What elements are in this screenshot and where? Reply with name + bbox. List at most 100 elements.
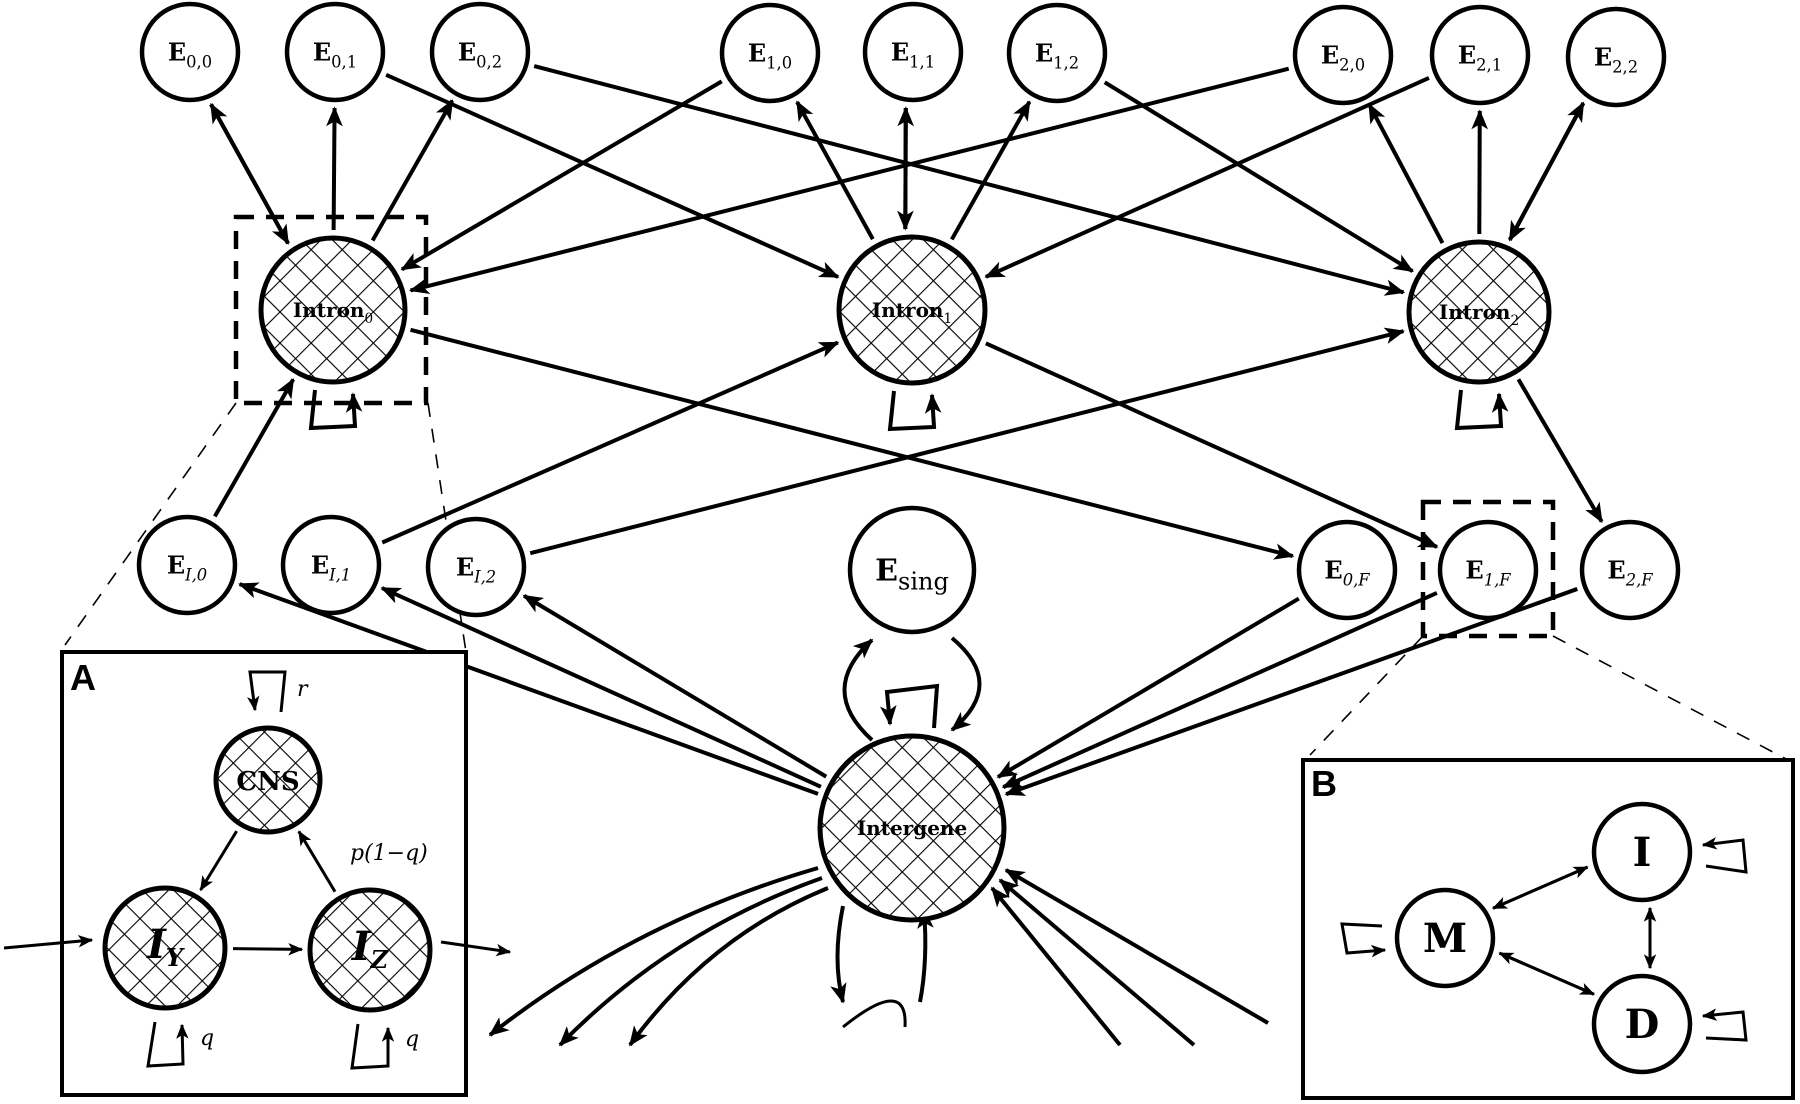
node-circle bbox=[1006, 2, 1108, 104]
node-Intergene: Intergene bbox=[817, 733, 1007, 923]
node-label-subscript: 1,0 bbox=[766, 54, 792, 73]
panel-b-frame bbox=[1301, 758, 1795, 1100]
panel-a-node-IY: IY bbox=[102, 885, 228, 1011]
node-label-base: Intergene bbox=[857, 816, 967, 840]
panel-a-self-loop-IY bbox=[146, 1021, 189, 1068]
node-label: E2,0 bbox=[1321, 40, 1365, 74]
node-label-base: E bbox=[456, 552, 474, 581]
node-label: E1,0 bbox=[748, 38, 792, 72]
node-label: E2,F bbox=[1607, 555, 1653, 589]
edge-E22-to-Intron2 bbox=[1507, 102, 1586, 242]
node-circle bbox=[1591, 973, 1693, 1075]
edge-Intron0-to-E0F bbox=[409, 327, 1295, 560]
node-label: Esing bbox=[875, 554, 949, 596]
self-loop-Intron2 bbox=[1454, 389, 1509, 431]
node-E00: E0,0 bbox=[139, 1, 241, 103]
node-label-base: E bbox=[891, 37, 909, 66]
edge-E01-to-Intron1 bbox=[385, 73, 840, 279]
node-label-base: E bbox=[875, 554, 898, 589]
edge-E10-to-Intron0 bbox=[400, 79, 723, 272]
edge-Esing-to-Intergene bbox=[950, 636, 982, 732]
node-Intron1: Intron1 bbox=[836, 234, 988, 386]
node-circle bbox=[102, 885, 228, 1011]
node-label-subscript: 2,0 bbox=[1339, 56, 1365, 75]
node-circle bbox=[862, 1, 964, 103]
node-label-base: E bbox=[1594, 42, 1612, 71]
node-label-base: E bbox=[168, 37, 186, 66]
edge-E02-to-Intron2 bbox=[533, 64, 1406, 296]
node-label: E1,1 bbox=[891, 37, 935, 71]
panel-a-self-loop-label: q bbox=[200, 1026, 214, 1051]
node-label-subscript: 2,2 bbox=[1612, 58, 1638, 77]
node-circle bbox=[136, 514, 238, 616]
node-label-subscript: 0,0 bbox=[186, 53, 212, 72]
edge-Intron0-to-E01 bbox=[326, 106, 343, 231]
self-loop-Intergene bbox=[879, 683, 940, 729]
panel-a-node-IZ: IZ bbox=[307, 887, 433, 1013]
node-circle bbox=[836, 234, 988, 386]
node-E01: E0,1 bbox=[284, 1, 386, 103]
node-label-base: E bbox=[458, 37, 476, 66]
panel-b-letter: B bbox=[1311, 763, 1337, 804]
node-label-base: Intron bbox=[872, 298, 944, 322]
node-label: D bbox=[1625, 1001, 1660, 1048]
edge-E1F-to-Intergene bbox=[1001, 591, 1438, 789]
node-circle bbox=[817, 733, 1007, 923]
node-label-subscript: 0,1 bbox=[331, 53, 357, 72]
node-label-base: Intron bbox=[1439, 300, 1511, 324]
edge-intergene-in bbox=[998, 878, 1196, 1047]
node-circle bbox=[1565, 6, 1667, 108]
node-label-base: E bbox=[1465, 555, 1483, 584]
node-label-base: CNS bbox=[236, 767, 299, 797]
node-circle bbox=[1429, 4, 1531, 106]
panel-a-edge-IZ-to-CNS bbox=[297, 830, 337, 893]
edge-Intergene-to-EI2 bbox=[522, 594, 828, 779]
node-label: Intergene bbox=[857, 816, 967, 840]
node-EI1: EI,1 bbox=[280, 514, 382, 616]
panel-a-node-CNS: CNS bbox=[213, 725, 323, 835]
node-circle bbox=[280, 514, 382, 616]
node-circle bbox=[847, 505, 977, 635]
edge-E0F-to-Intergene bbox=[996, 596, 1300, 779]
edge-Intron2-to-E2F bbox=[1516, 378, 1604, 524]
node-label: Intron1 bbox=[872, 298, 952, 327]
node-label-subscript: 2,F bbox=[1625, 571, 1654, 590]
node-circle bbox=[1437, 519, 1539, 621]
highlight-boxes bbox=[233, 214, 1556, 639]
node-E2F: E2,F bbox=[1579, 519, 1681, 621]
edge-E00-to-Intron0 bbox=[209, 103, 290, 245]
node-label: Intron0 bbox=[293, 298, 373, 327]
panel-a-self-loop-CNS bbox=[247, 670, 287, 713]
edge-E2F-to-Intergene bbox=[1004, 587, 1578, 797]
zoom-guide-line bbox=[1309, 635, 1424, 756]
node-Esing: Esing bbox=[847, 505, 977, 635]
node-E22: E2,2 bbox=[1565, 6, 1667, 108]
edge-EI1-to-Intron1 bbox=[381, 340, 840, 545]
highlight-box-E1F bbox=[1420, 499, 1556, 639]
node-label-subscript: 1 bbox=[943, 311, 952, 327]
node-circle bbox=[213, 725, 323, 835]
main-edges bbox=[209, 64, 1604, 1047]
node-label: E0,F bbox=[1324, 555, 1370, 589]
panel-a-edge-CNS-to-IY bbox=[199, 830, 238, 892]
node-circle bbox=[429, 1, 531, 103]
self-loop-Intron1 bbox=[887, 390, 942, 432]
highlight-box-Intron0 bbox=[233, 214, 429, 406]
edge-intergene-out bbox=[628, 886, 829, 1047]
panel-a-edge-IY-to-IZ bbox=[232, 942, 304, 956]
node-label: I bbox=[1633, 829, 1652, 876]
node-label: IZ bbox=[351, 923, 390, 974]
node-circle bbox=[284, 1, 386, 103]
node-label: E1,F bbox=[1465, 555, 1511, 589]
node-label-base: E bbox=[167, 550, 185, 579]
node-label: Intron2 bbox=[1439, 300, 1519, 329]
node-label: IY bbox=[146, 921, 186, 972]
node-EI0: EI,0 bbox=[136, 514, 238, 616]
node-label-base: E bbox=[313, 37, 331, 66]
panel-a-entry-arrow bbox=[3, 935, 94, 950]
node-label-subscript: 1,2 bbox=[1053, 54, 1079, 73]
node-label-base: E bbox=[1458, 40, 1476, 69]
edge-Intergene-to-EI0 bbox=[238, 582, 819, 796]
